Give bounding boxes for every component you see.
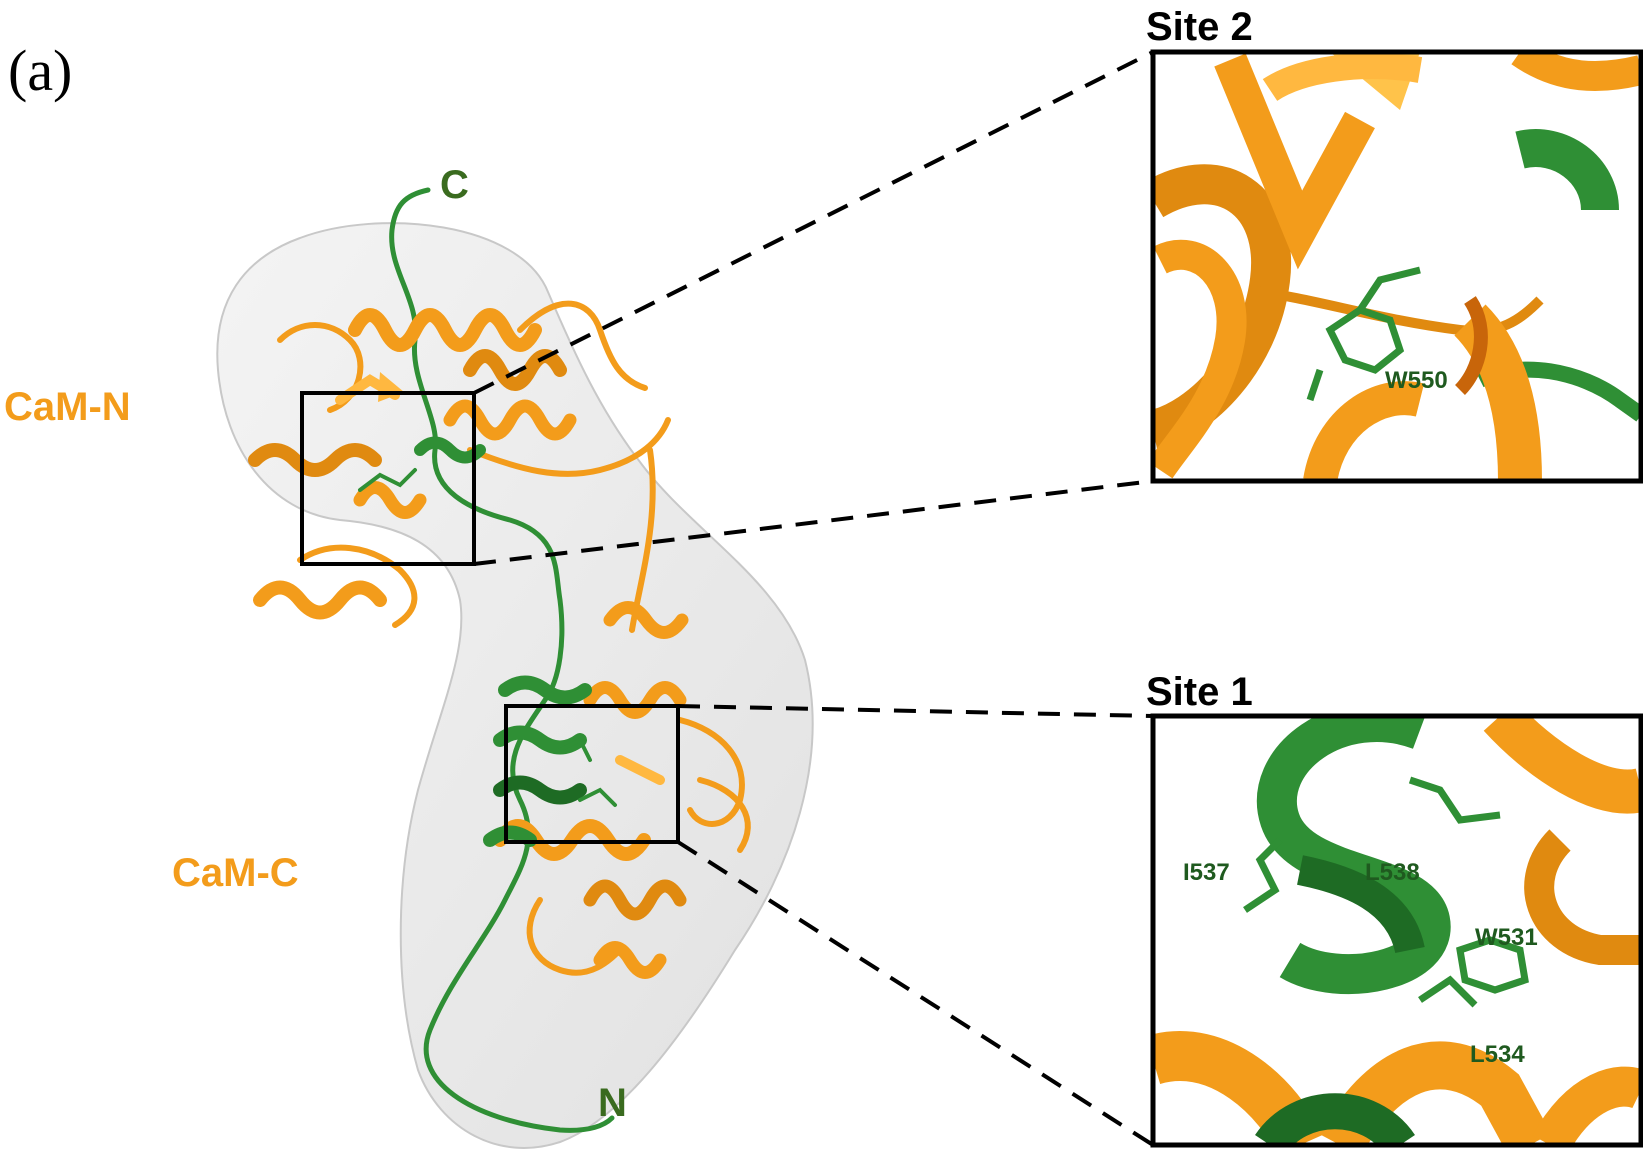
site-1-title: Site 1	[1146, 670, 1253, 714]
site-2-inset: W550	[1153, 52, 1641, 481]
peptide-helix-c-lobe	[483, 675, 617, 847]
site-1-inset: I537 L538 W531 L534	[1153, 716, 1641, 1145]
residue-label-l534: L534	[1470, 1041, 1525, 1068]
panel-label: (a)	[8, 38, 72, 103]
selection-box-site-1	[504, 704, 680, 844]
site-2-title: Site 2	[1146, 5, 1253, 49]
selection-box-site-2	[300, 391, 476, 566]
residue-label-i537: I537	[1183, 859, 1230, 886]
cam-c-lobe-ribbon	[493, 601, 751, 979]
c-terminus-label: C	[440, 163, 469, 207]
residue-label-w531: W531	[1475, 924, 1538, 951]
peptide-helix-n-lobe	[358, 436, 486, 492]
residue-label-l538: L538	[1365, 859, 1420, 886]
cam-c-label: CaM-C	[172, 851, 299, 895]
connector-lines	[473, 50, 1155, 1147]
site-1-frame	[1150, 713, 1643, 1148]
residue-label-w550: W550	[1385, 367, 1448, 394]
site-2-frame	[1150, 49, 1643, 484]
cam-n-label: CaM-N	[4, 385, 131, 429]
n-terminus-label: N	[598, 1081, 627, 1125]
